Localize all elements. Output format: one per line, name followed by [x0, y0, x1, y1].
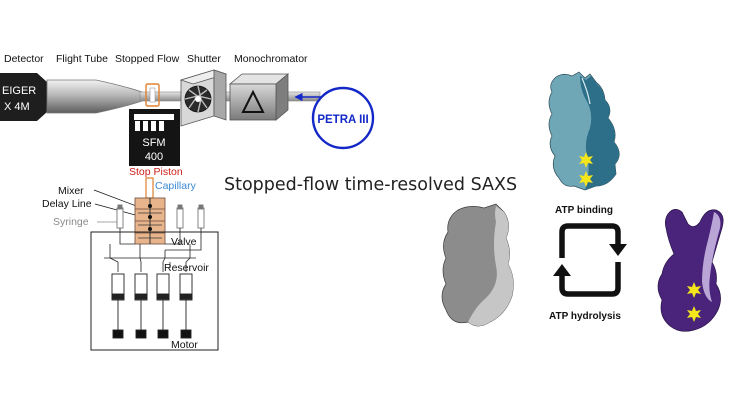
monochromator-triangle-icon	[241, 89, 265, 113]
syringes	[111, 273, 193, 339]
monochromator	[228, 73, 290, 121]
label-atp-hydrolysis: ATP hydrolysis	[549, 311, 621, 322]
label-atp-binding: ATP binding	[555, 205, 613, 216]
protein-teal	[548, 71, 620, 191]
cycle-arrowhead-icon	[553, 264, 571, 276]
detector-text-model: X 4M	[4, 101, 30, 113]
label-monochromator: Monochromator	[234, 53, 308, 65]
capillary	[145, 177, 154, 199]
atp-star-icon	[687, 306, 701, 322]
stopped-flow-cell	[145, 83, 160, 107]
plumbing	[104, 228, 202, 272]
petra-label: PETRA III	[317, 114, 368, 126]
protein-grey	[441, 203, 514, 327]
label-stop-piston: Stop Piston	[129, 166, 183, 178]
atp-star-icon	[579, 171, 593, 187]
label-capillary: Capillary	[155, 180, 197, 192]
label-stopped-flow: Stopped Flow	[115, 53, 180, 65]
label-detector: Detector	[4, 53, 44, 65]
label-motor: Motor	[171, 339, 198, 351]
detector-block: EIGER X 4M	[0, 73, 47, 121]
sfm-model: 400	[145, 151, 163, 163]
atp-star-icon	[687, 282, 701, 298]
petra-ring: PETRA III	[294, 86, 375, 150]
detector-text-eiger: EIGER	[2, 85, 36, 97]
outer-syringes	[116, 204, 205, 229]
label-delay-line: Delay Line	[42, 198, 92, 210]
page-title: Stopped-flow time-resolved SAXS	[224, 175, 517, 195]
cycle-arrowhead-icon	[609, 244, 627, 256]
shutter	[179, 69, 228, 127]
label-mixer: Mixer	[58, 185, 84, 197]
atp-star-icon	[579, 152, 593, 168]
sfm-label: SFM	[142, 137, 165, 149]
mixer-block	[134, 197, 166, 245]
label-syringe: Syringe	[53, 216, 89, 228]
flight-tube	[46, 79, 143, 114]
schematic-box	[90, 231, 219, 351]
label-valve: Valve	[171, 236, 197, 248]
sfm-unit: SFM 400	[129, 109, 180, 166]
label-reservoir: Reservoir	[164, 262, 209, 274]
label-flight-tube: Flight Tube	[56, 53, 108, 65]
protein-purple	[657, 209, 724, 332]
cycle-arrows	[559, 223, 621, 297]
label-shutter: Shutter	[187, 53, 221, 65]
